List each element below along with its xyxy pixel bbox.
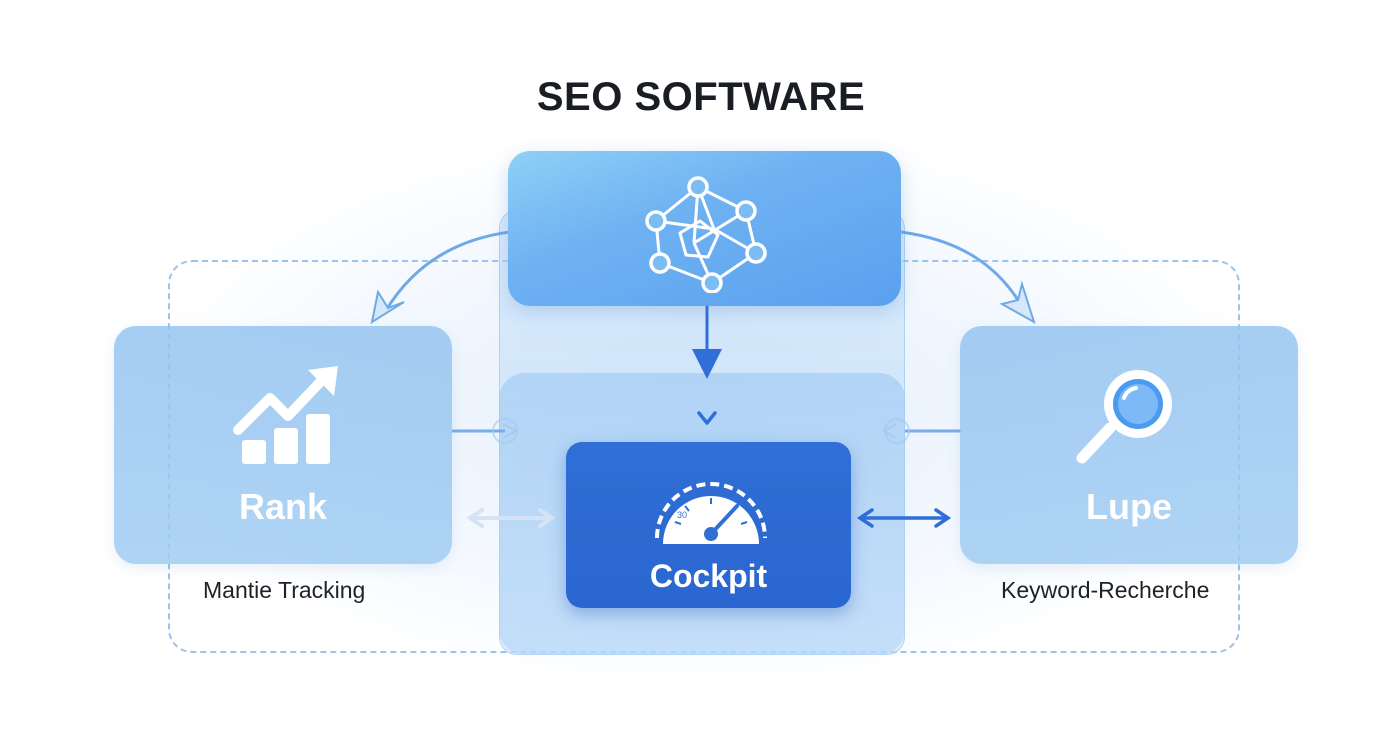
cockpit-label: Cockpit (649, 558, 768, 594)
lupe-node-box: Lupe (960, 326, 1298, 564)
rank-node-box: Rank (114, 326, 452, 564)
rank-caption: Mantie Tracking (203, 577, 366, 603)
double-arrow-left (466, 508, 556, 528)
curve-to-rank (383, 230, 511, 313)
curve-to-lupe-head (999, 280, 1036, 325)
curve-to-rank-head (370, 289, 405, 325)
lupe-caption: Keyword-Recherche (1001, 577, 1210, 603)
rank-label: Rank (238, 486, 328, 527)
rising-bar-chart-icon (233, 366, 338, 464)
gauge-value: 30 (677, 510, 687, 520)
double-arrow-right (856, 508, 952, 528)
top-node-box (508, 151, 901, 306)
lupe-label: Lupe (1086, 486, 1172, 527)
diagram-title: SEO SOFTWARE (536, 75, 866, 119)
curve-to-lupe (900, 230, 1020, 301)
network-graph-icon (645, 176, 767, 293)
speedometer-gauge-icon: 30 (655, 482, 767, 544)
chevron-down-icon (697, 411, 717, 425)
magnifier-icon (1076, 370, 1172, 464)
cockpit-node-box: 30 Cockpit (566, 442, 851, 608)
